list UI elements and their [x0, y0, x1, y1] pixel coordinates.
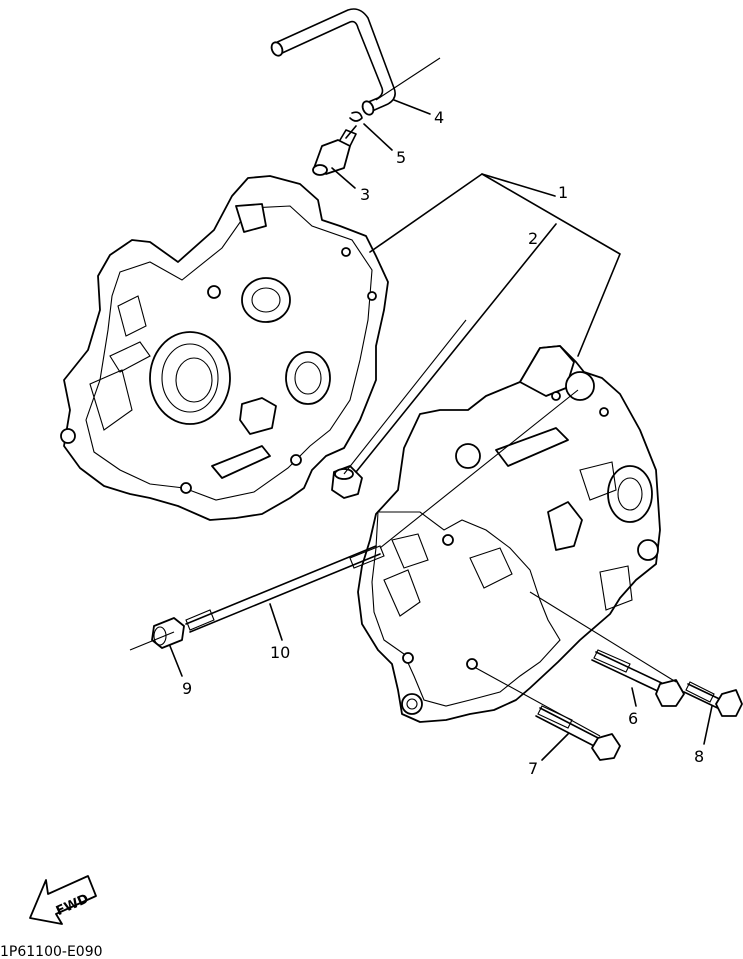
callout-5: 5	[396, 148, 406, 167]
leader-lines	[169, 99, 713, 761]
callout-2: 2	[528, 229, 538, 248]
callout-10: 10	[270, 643, 290, 662]
callout-6: 6	[628, 709, 638, 728]
crankcase-bolt-6	[591, 649, 685, 707]
hose-clip	[345, 111, 363, 139]
callout-9: 9	[182, 679, 192, 698]
stud-nut	[151, 617, 185, 649]
crankcase-bolt-8	[683, 681, 743, 717]
crankcase-bolt-7	[535, 705, 621, 761]
callout-1: 1	[558, 183, 568, 202]
long-stud-bolt	[185, 545, 385, 633]
callout-3: 3	[360, 185, 370, 204]
alignment-lines	[129, 57, 677, 737]
forward-arrow-icon: FWD	[29, 875, 97, 925]
right-crankcase	[357, 345, 661, 723]
callout-4: 4	[434, 108, 444, 127]
left-crankcase	[60, 175, 389, 521]
breather-hose	[270, 8, 396, 116]
breather-fitting	[312, 129, 357, 176]
callout-7: 7	[528, 759, 538, 778]
callout-8: 8	[694, 747, 704, 766]
diagram-code: 1P61100-E090	[0, 944, 103, 959]
